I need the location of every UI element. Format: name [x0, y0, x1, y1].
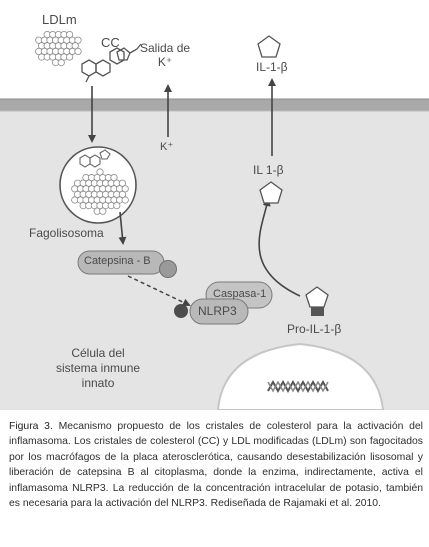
- nlrp3-pill: [189, 298, 249, 325]
- fagolisosoma-label: Fagolisosoma: [29, 226, 104, 240]
- catepsina-ball: [159, 260, 177, 278]
- phago-particle: [96, 168, 104, 176]
- diagram-canvas: [0, 30, 429, 411]
- il1b-inside-label: IL 1-β: [253, 163, 284, 177]
- activation-dashed-arrow: [127, 275, 191, 307]
- potassium-exit-label: Salida de K⁺: [140, 41, 191, 69]
- ldl-particle: [57, 58, 65, 67]
- cleavage-arrow: [258, 198, 301, 297]
- cc-label: CC: [101, 35, 120, 50]
- ldl-particle: [66, 53, 74, 61]
- cell-label: Célula del sistema inmune innato: [56, 346, 141, 390]
- phago-particle: [110, 174, 118, 182]
- cholesterol-crystal-icon: [81, 43, 142, 83]
- pro-il1b-label: Pro-IL-1-β: [287, 322, 342, 336]
- phago-particle: [118, 179, 127, 187]
- ldl-particle-cluster: [35, 30, 82, 67]
- phago-particle: [121, 196, 129, 204]
- figure-number: Figura 3.: [9, 421, 53, 432]
- dna-strands: [267, 379, 329, 394]
- phago-particle: [99, 207, 107, 215]
- caspasa-label: Caspasa-1: [213, 288, 267, 300]
- pro-il1b-tag: [311, 307, 324, 316]
- cell-membrane: [0, 99, 429, 111]
- nlrp3-ball: [174, 304, 188, 318]
- ldl-particle: [74, 47, 82, 56]
- caption-text: Mecanismo propuesto de los cristales de …: [9, 421, 423, 510]
- catepsina-label: Catepsina - B: [84, 255, 151, 267]
- cell-body: [0, 104, 429, 410]
- nlrp3-label: NLRP3: [198, 304, 237, 318]
- il1b-outside-pentagon-icon: [257, 35, 281, 58]
- phago-to-catepsina-arrow: [118, 211, 127, 245]
- ldl-particle: [66, 30, 74, 39]
- il1b-outside-label: IL-1-β: [256, 60, 288, 74]
- il1b-inside-pentagon-icon: [259, 181, 283, 204]
- phago-particle: [121, 185, 129, 193]
- figure-caption: Figura 3. Mecanismo propuesto de los cri…: [9, 419, 423, 511]
- ldl-particle: [74, 36, 82, 44]
- ldlm-label: LDLm: [42, 12, 77, 27]
- phago-particle: [118, 190, 127, 198]
- nucleus: [216, 342, 385, 411]
- phagolysosome: [59, 146, 137, 224]
- phago-particle: [113, 202, 121, 210]
- potassium-ion-label: K⁺: [160, 141, 174, 153]
- diagram: LDLm CC Salida de K⁺ K⁺ IL-1-β IL 1-β Fa…: [0, 12, 429, 411]
- ldl-particle: [71, 42, 79, 50]
